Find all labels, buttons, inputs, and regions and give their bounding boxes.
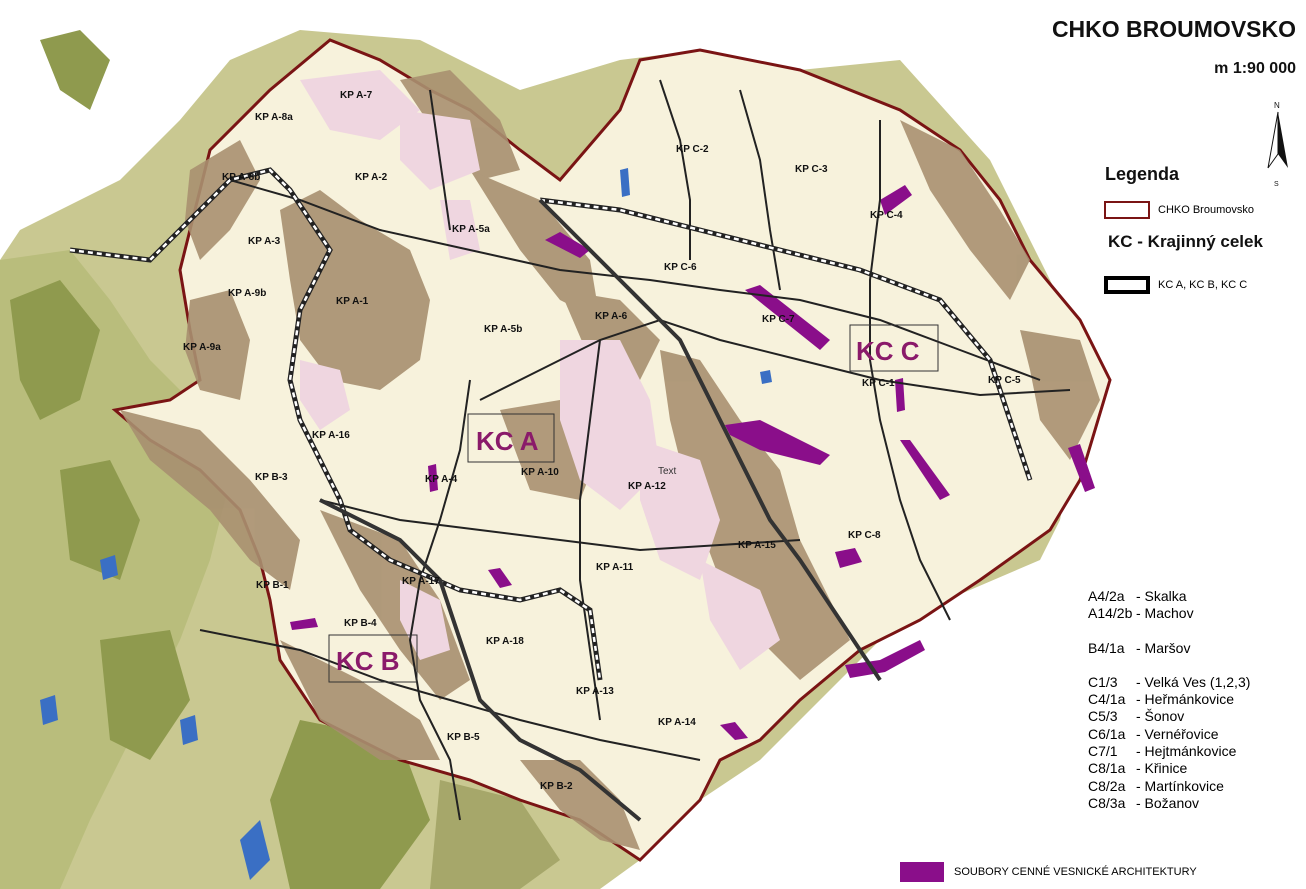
kc-b-label: KC B (336, 646, 400, 676)
kp-label: KP A-3 (248, 236, 281, 247)
kp-label: KP A-1 (336, 296, 369, 307)
kc-boundaries (319, 198, 882, 822)
village-code-row: C6/1a- Vernéřovice (1088, 725, 1219, 742)
kp-label: KP A-9a (183, 342, 221, 353)
kp-labels: KP A-7 KP A-8a KP A-8b KP A-2 KP A-3 KP … (183, 90, 1021, 792)
pink-zones (300, 70, 780, 670)
road-network (199, 79, 1071, 821)
map-text-placeholder: Text (658, 466, 677, 477)
legend-heading: Legenda (1105, 164, 1180, 184)
village-code-row: C5/3- Šonov (1088, 708, 1185, 725)
kp-label: KP B-5 (447, 732, 480, 743)
boundary-swatch (1104, 201, 1150, 219)
kp-label: KP C-5 (988, 375, 1021, 386)
village-code-row: C8/3a- Božanov (1088, 794, 1200, 811)
village-code-row: C4/1a- Heřmánkovice (1088, 691, 1235, 708)
village-code-row: B4/1a- Maršov (1088, 639, 1191, 656)
north-label: N (1274, 101, 1280, 110)
kc-label: KC A, KC B, KC C (1158, 279, 1248, 291)
kc-heading: KC - Krajinný celek (1108, 232, 1263, 251)
kp-label: KP A-8b (222, 172, 260, 183)
kp-label: KP A-5b (484, 324, 522, 335)
village-code-row: C7/1- Hejtmánkovice (1088, 743, 1237, 760)
kc-a-label: KC A (476, 426, 539, 456)
south-label: S (1274, 181, 1279, 188)
kp-label: KP B-2 (540, 781, 573, 792)
kp-label: KP B-4 (344, 618, 377, 629)
north-arrow-icon: N S (1267, 101, 1288, 188)
kp-label: KP C-6 (664, 262, 697, 273)
kp-label: KP A-5a (452, 224, 490, 235)
kp-label: KP A-2 (355, 172, 388, 183)
map-title: CHKO BROUMOVSKO (1051, 16, 1296, 42)
kp-label: KP C-1 (862, 378, 895, 389)
map-scale: m 1:90 000 (1214, 60, 1296, 77)
kc-c-label: KC C (856, 336, 920, 366)
kp-label: KP A-11 (596, 562, 634, 573)
kp-label: KP C-3 (795, 164, 828, 175)
village-code-row: A14/2b- Machov (1088, 605, 1194, 622)
boundary-label: CHKO Broumovsko (1158, 204, 1254, 216)
kp-label: KP A-16 (312, 430, 350, 441)
legend-boundary-row: CHKO Broumovsko (1104, 201, 1254, 219)
kc-swatch (1104, 276, 1150, 294)
railway (69, 167, 1033, 681)
architecture-swatch (900, 862, 944, 882)
kp-label: KP A-8a (255, 112, 293, 123)
village-code-row: C1/3- Velká Ves (1,2,3) (1088, 673, 1251, 690)
kp-label: KP C-4 (870, 210, 903, 221)
kp-label: KP A-10 (521, 467, 559, 478)
kp-label: KP A-7 (340, 90, 373, 101)
kp-label: KP C-8 (848, 530, 881, 541)
kp-label: KP A-9b (228, 288, 266, 299)
kp-label: KP C-7 (762, 314, 795, 325)
kp-label: KP A-17 (402, 576, 440, 587)
kp-label: KP A-6 (595, 311, 628, 322)
kp-label: KP A-14 (658, 717, 696, 728)
kp-label: KP A-12 (628, 481, 666, 492)
forest-zones (120, 70, 1100, 850)
village-code-row: C8/2a- Martínkovice (1088, 777, 1224, 794)
water-bodies (40, 168, 772, 880)
architecture-label: SOUBORY CENNÉ VESNICKÉ ARCHITEKTURY (954, 866, 1197, 878)
village-code-row: A4/2a- Skalka (1088, 588, 1187, 604)
architecture-sites (290, 185, 1095, 740)
kp-label: KP C-2 (676, 144, 709, 155)
legend-kc-row: KC A, KC B, KC C (1104, 276, 1247, 294)
kp-label: KP A-15 (738, 540, 776, 551)
architecture-legend-row: SOUBORY CENNÉ VESNICKÉ ARCHITEKTURY (900, 862, 1197, 882)
kp-label: KP A-18 (486, 636, 524, 647)
village-code-row: C8/1a- Křinice (1088, 760, 1188, 777)
kp-label: KP A-13 (576, 686, 614, 697)
kp-label: KP A-4 (425, 474, 458, 485)
kp-label: KP B-1 (256, 580, 289, 591)
kp-label: KP B-3 (255, 472, 288, 483)
kc-labels: KC A KC B KC C (328, 324, 939, 683)
village-code-list: A4/2a- Skalka A14/2b- Machov B4/1a- Marš… (1088, 588, 1250, 812)
